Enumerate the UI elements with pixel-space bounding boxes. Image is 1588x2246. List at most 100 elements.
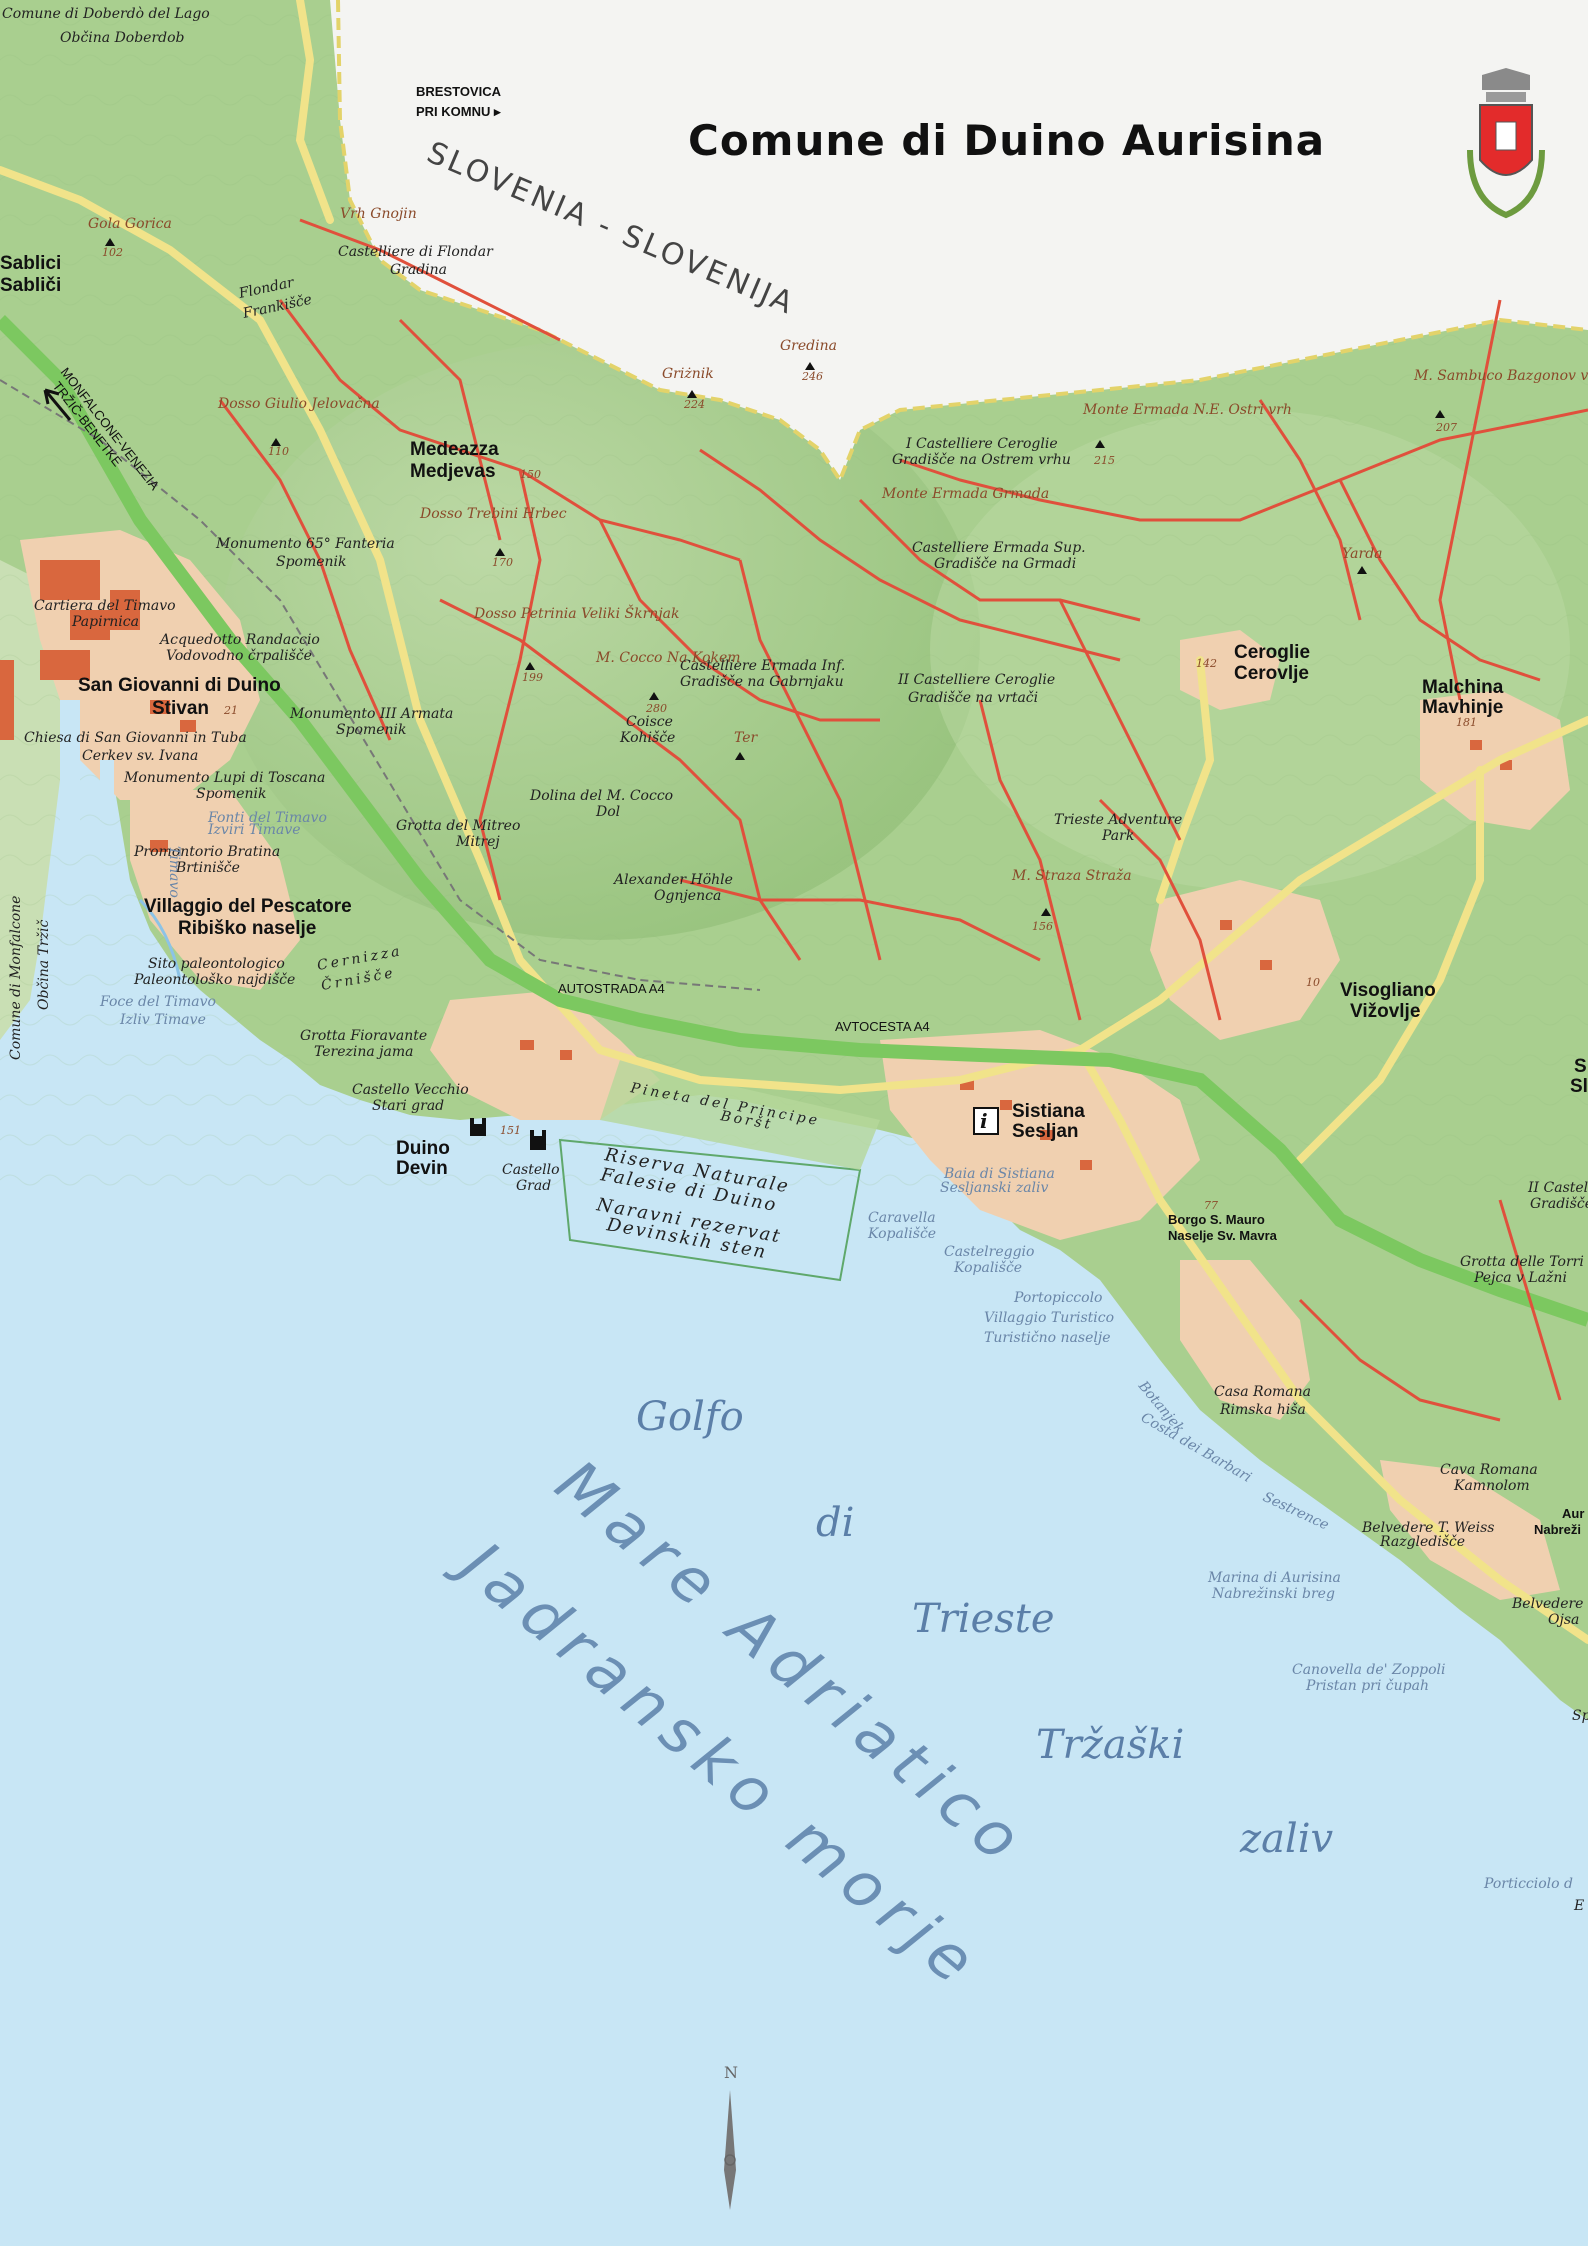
peak-yarda: Yarda	[1342, 546, 1383, 562]
poi: Rimska hiša	[1219, 1402, 1306, 1418]
town-malchina: Malchina	[1422, 677, 1504, 698]
poi: Gradišče na Grmadi	[934, 556, 1076, 572]
map-title: Comune di Duino Aurisina	[688, 116, 1325, 165]
poi: Belvedere T. Weiss	[1361, 1520, 1494, 1536]
poi: Papirnica	[71, 614, 139, 630]
town-san-giovanni-alt: Stivan	[152, 698, 209, 719]
partial-label: Nabreži	[1534, 1522, 1581, 1537]
peak-gredina: Gredina	[780, 338, 837, 354]
peak-markers	[105, 238, 1445, 916]
poi: Gradišče na vrtači	[908, 690, 1038, 706]
coast-label: Turistično naselje	[984, 1330, 1111, 1346]
peak-ermada-ne-elev: 215	[1093, 454, 1115, 467]
poi: Ognjenca	[654, 888, 721, 904]
compass-n-label: N	[724, 2063, 738, 2082]
gulf-label-4: Tržaški	[1036, 1722, 1184, 1768]
peak-m-straza: M. Straza Straža	[1011, 867, 1132, 884]
poi: Castello	[502, 1162, 560, 1178]
brestovica-label-2: PRI KOMNU ▸	[416, 104, 502, 119]
poi: Gradina	[390, 262, 447, 278]
poi: Monumento 65° Fanteria	[215, 536, 395, 552]
coast-label: Nabrežinski breg	[1211, 1585, 1335, 1602]
peak-griznik: Griżnik	[662, 366, 714, 382]
peak-dosso-trebini: Dosso Trebini Hrbec	[419, 506, 567, 522]
peak-gola-gorica-elev: 102	[102, 246, 123, 259]
poi: Cava Romana	[1440, 1462, 1538, 1478]
coast-label: Kopališče	[867, 1226, 936, 1242]
neighbor-left-it: Comune di Monfalcone	[8, 896, 24, 1060]
peak-gola-gorica: Gola Gorica	[88, 216, 172, 232]
partial-label: Aur	[1562, 1506, 1584, 1521]
motorway-label-it: AUTOSTRADA A4	[558, 981, 665, 996]
coast-label: Kopališče	[953, 1260, 1022, 1276]
town-sistiana: Sistiana	[1012, 1101, 1085, 1122]
gulf-label-3: Trieste	[912, 1596, 1055, 1642]
railway	[0, 379, 761, 991]
poi: II Castelliere Ceroglie	[897, 672, 1055, 688]
trails	[218, 218, 1588, 1422]
town-duino-alt: Devin	[396, 1158, 448, 1179]
partial-label: S	[1574, 1056, 1587, 1077]
poi: Gradišče	[1530, 1196, 1588, 1212]
poi: Castelliere di Flondar	[338, 244, 494, 260]
poi: Spomenik	[336, 722, 407, 738]
poi: Spomenik	[196, 786, 267, 802]
coast-label: Caravella	[868, 1210, 936, 1226]
poi: Kamnolom	[1453, 1478, 1530, 1494]
town-borgo-alt: Naselje Sv. Mavra	[1168, 1228, 1278, 1243]
river-label: Izviri Timave	[207, 822, 301, 838]
neighbor-left-sl: Občina Tržič	[35, 920, 52, 1010]
state-border	[336, 0, 1588, 485]
castle-icon	[470, 1118, 546, 1150]
elev-77: 77	[1204, 1199, 1218, 1212]
poi: Promontorio Bratina	[133, 844, 280, 860]
coast-label: Baia di Sistiana	[943, 1166, 1055, 1182]
poi: Cartiera del Timavo	[34, 598, 176, 614]
town-labels: Sablici Sabliči Medeazza Medjevas San Gi…	[0, 253, 1504, 1243]
poi: Monumento III Armata	[289, 706, 453, 722]
poi: I Castelliere Ceroglie	[905, 436, 1058, 452]
partial-label: E	[1573, 1898, 1584, 1914]
buildings	[0, 560, 1512, 1170]
poi: II Castelliere	[1527, 1180, 1588, 1196]
peak-ermada-ne: Monte Ermada N.E. Ostri vrh	[1082, 402, 1292, 418]
poi: Cerkev sv. Ivana	[82, 748, 198, 764]
partial-label: Sp	[1572, 1708, 1588, 1724]
poi: Grad	[516, 1178, 551, 1194]
poi: Grotta del Mitreo	[396, 818, 520, 834]
slovenia-area	[330, 0, 1588, 480]
poi: Castelliere Ermada Inf.	[680, 658, 845, 674]
coast-label: Portopiccolo	[1013, 1290, 1102, 1306]
partial-label: Ojsa	[1548, 1612, 1579, 1628]
gulf-label-2: di	[816, 1500, 854, 1546]
poi: Grotta delle Torri	[1460, 1254, 1584, 1270]
harbour	[60, 700, 114, 840]
town-sablici-alt: Sabliči	[0, 275, 61, 296]
poi: Vodovodno črpališče	[166, 648, 312, 664]
poi: Paleontološko najdišče	[133, 972, 295, 988]
info-icon: i	[973, 1107, 999, 1135]
poi: Chiesa di San Giovanni in Tuba	[24, 730, 247, 746]
peak-vrh-gnojin: Vrh Gnojin	[340, 206, 417, 222]
coast-label: Porticciolo d	[1483, 1876, 1573, 1892]
poi: Pejca v Lažni	[1473, 1269, 1567, 1286]
elev-10: 10	[1306, 976, 1320, 989]
river-label: Fonti del Timavo	[207, 810, 327, 826]
poi: Brtinišče	[175, 860, 240, 876]
town-medeazza-alt: Medjevas	[410, 461, 496, 482]
town-san-giovanni: San Giovanni di Duino	[78, 675, 281, 696]
poi: Izliv Timave	[119, 1012, 206, 1028]
poi: Sito paleontologico	[148, 956, 285, 972]
elev-181: 181	[1456, 716, 1477, 729]
coast-label: Castelreggio	[944, 1244, 1034, 1260]
neighbor-top-it: Comune di Doberdò del Lago	[2, 6, 210, 22]
town-malchina-alt: Mavhinje	[1422, 697, 1503, 718]
poi: Coisce	[626, 714, 673, 730]
river-label: Timavo	[166, 846, 182, 898]
poi: Spomenik	[276, 554, 347, 570]
poi: Grotta Fioravante	[300, 1028, 427, 1044]
town-ceroglie: Ceroglie	[1234, 642, 1310, 663]
poi: Acquedotto Randaccio	[158, 632, 320, 648]
peak-m-sambuco: M. Sambuco Bazgonov vrh	[1413, 368, 1588, 384]
poi: Razgledišče	[1379, 1534, 1465, 1550]
